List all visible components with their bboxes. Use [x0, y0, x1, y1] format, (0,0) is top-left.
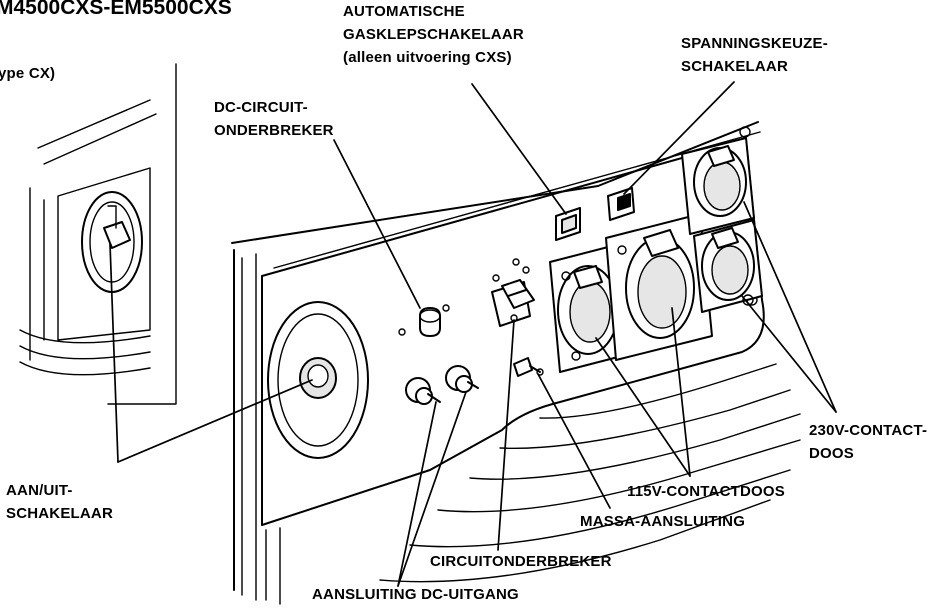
leader-230v-upper [743, 201, 837, 413]
socket-115v-left [549, 245, 623, 373]
label-on-off-line2: SCHAKELAAR [6, 505, 113, 522]
dc-circuit-breaker-button [398, 304, 450, 337]
label-ground: MASSA-AANSLUITING [580, 513, 746, 530]
label-dc-breaker-line2: ONDERBREKER [214, 122, 334, 139]
label-230v-socket-line1: 230V-CONTACT- [809, 422, 928, 439]
label-dc-output: AANSLUITING DC-UITGANG [312, 586, 519, 603]
auto-gas-valve-switch [555, 207, 581, 241]
leader-on-off-inset [109, 243, 119, 463]
label-type-cx: ype CX) [0, 65, 56, 82]
leader-dc-output-right [397, 391, 467, 587]
leader-dc-output-left [397, 401, 437, 587]
socket-115v-center [605, 213, 713, 361]
diagram-title: M4500CXS-EM5500CXS [0, 0, 232, 19]
label-auto-gas-valve-line2: GASKLEPSCHAKELAAR [343, 26, 524, 43]
leader-circuit-breaker [497, 319, 515, 551]
on-off-switch-housing [267, 301, 369, 459]
leader-230v-lower [741, 295, 837, 413]
leader-dc-breaker [333, 139, 421, 309]
leader-ground [537, 373, 611, 509]
ground-terminal [513, 357, 544, 377]
socket-230v-lower [693, 219, 763, 313]
leader-gas-valve [471, 83, 567, 215]
socket-230v-upper [681, 137, 755, 235]
label-voltage-selector-line2: SCHAKELAAR [681, 58, 788, 75]
label-dc-breaker-line1: DC-CIRCUIT- [214, 99, 308, 116]
leader-115v-left [595, 337, 691, 477]
voltage-selector-switch [607, 187, 635, 221]
label-230v-socket-line2: DOOS [809, 445, 854, 462]
leader-115v-center [671, 307, 691, 477]
leader-voltage-selector [623, 81, 735, 195]
label-on-off-line1: AAN/UIT- [6, 482, 73, 499]
label-auto-gas-valve-line3: (alleen uitvoering CXS) [343, 49, 512, 66]
leader-on-off-main [117, 379, 313, 463]
inset-type-cx [19, 63, 177, 405]
label-115v-socket: 115V-CONTACTDOOS [627, 483, 785, 500]
label-voltage-selector-line1: SPANNINGSKEUZE- [681, 35, 828, 52]
label-auto-gas-valve-line1: AUTOMATISCHE [343, 3, 465, 20]
dc-output-terminals [405, 365, 479, 405]
label-circuit-breaker: CIRCUITONDERBREKER [430, 553, 612, 570]
circuit-breaker-toggle [491, 258, 535, 327]
leader-lines [109, 81, 837, 587]
